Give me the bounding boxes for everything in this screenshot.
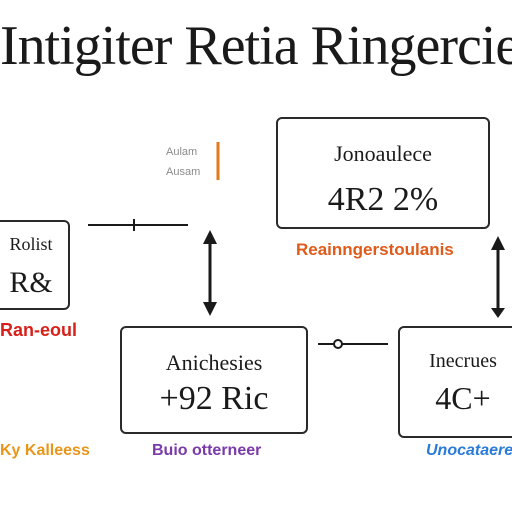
node-top-right: Jonoaulece 4R2 2% [276,117,490,229]
arrow-middle-down-head [203,302,217,316]
node-bottom-middle-line1: Anichesies [165,350,263,375]
gray-label-2: Ausam [166,166,201,178]
arrow-right-down-head [491,308,505,318]
arrow-right-up-head [491,236,505,250]
gray-label-1: Aulam [166,146,198,158]
label-bottom-middle: Buio otterneer [152,442,262,459]
label-red-left: Ran-eoul [0,320,78,340]
node-bottom-right-line2: 4C+ [435,380,491,416]
node-left-middle-line1: Rolist [9,234,53,254]
label-red-right: Reainngerstoulanis [296,240,454,259]
node-bottom-right: Inecrues 4C+ [398,326,512,438]
label-bottom-left: Ky Kalleess [0,442,90,459]
node-top-right-line2: 4R2 2% [327,181,439,218]
node-bottom-middle-line2: +92 Ric [159,380,269,417]
arrow-middle-up-head [203,230,217,244]
label-bottom-right: Unocataereas [426,442,512,459]
node-bottom-middle: Anichesies +92 Ric [120,326,308,434]
node-left-middle-line2: R& [9,266,53,299]
connector-bottom-node [333,339,343,349]
node-bottom-right-line1: Inecrues [429,350,497,372]
diagram-title: Intigiter Retia Ringercies [0,15,512,77]
node-left-middle: Rolist R& [0,220,70,310]
node-top-right-line1: Jonoaulece [334,141,432,166]
